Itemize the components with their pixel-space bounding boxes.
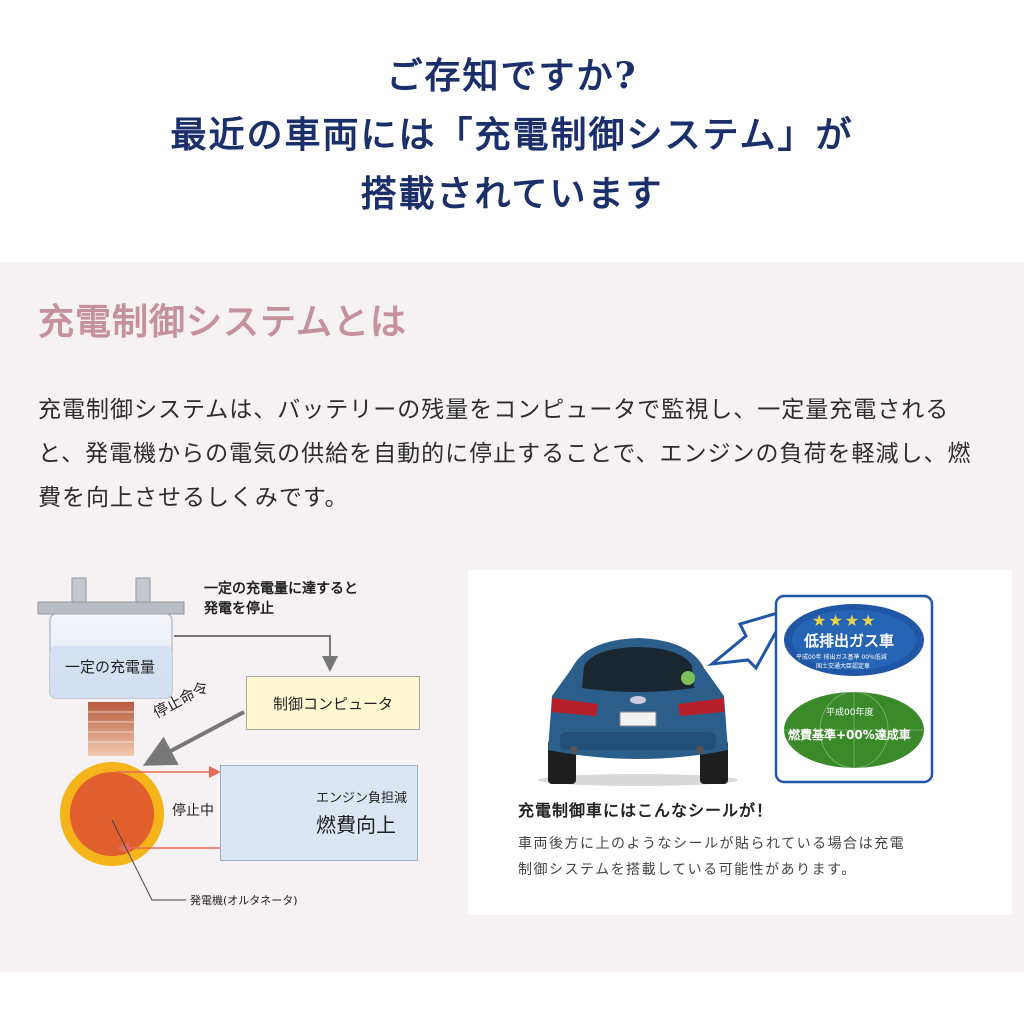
- diagram-note-line-1: 一定の充電量に達すると: [204, 581, 358, 597]
- stopping-label: 停止中: [172, 803, 214, 819]
- sticker-low-emission-sub1: 平成00年 排出ガス基準 00%低減: [796, 654, 887, 661]
- generator-icon: [60, 762, 164, 866]
- control-computer-box: 制御コンピュータ: [246, 676, 420, 730]
- engine-load-label: エンジン負担減: [316, 791, 408, 806]
- hero-section: [0, 0, 1024, 262]
- battery-label: 一定の充電量: [64, 658, 155, 676]
- sticker-low-emission-title: 低排出ガス車: [804, 632, 895, 650]
- fuel-standard-sticker: [784, 692, 924, 768]
- card-text-line-1: 車両後方に上のようなシールが貼られている場合は充電: [518, 836, 906, 852]
- card-text-line-2: 制御システムを搭載している可能性があります。: [518, 862, 857, 878]
- license-plate: [619, 711, 657, 727]
- generator-leader-line: [111, 819, 186, 901]
- sticker-stars: ★★★★: [812, 611, 878, 630]
- body-text-line-1: 充電制御システムは、バッテリーの残量をコンピュータで監視し、一定量充電される: [38, 397, 950, 423]
- card-title: 充電制御車にはこんなシールが！: [518, 801, 774, 820]
- hero-headline: 最近の車両には「充電制御システム」が: [170, 114, 854, 156]
- callout-arrow: [707, 607, 792, 671]
- diagram-note-line-2: 発電を停止: [204, 601, 274, 617]
- stop-command-arrow: [142, 710, 245, 766]
- generator-label: 発電機(オルタネータ): [190, 894, 298, 907]
- sticker-fuel-title: 燃費基準+00%達成車: [788, 728, 911, 742]
- fuel-improve-label: 燃費向上: [316, 813, 396, 837]
- hero-question: ご存知ですか?: [386, 55, 638, 97]
- heat-icon: [88, 702, 134, 756]
- sticker-low-emission-sub2: 国土交通大臣認定車: [816, 663, 871, 670]
- battery-icon: [37, 577, 185, 699]
- body-text-line-3: 費を向上させるしくみです。: [38, 485, 349, 511]
- body-text-line-2: と、発電機からの電気の供給を自動的に停止することで、エンジンの負荷を軽減し、燃: [38, 441, 972, 467]
- sticker-fuel-year: 平成00年度: [826, 708, 874, 718]
- engine-box: [220, 765, 418, 861]
- section-title: 充電制御システムとは: [38, 302, 407, 343]
- hero-subheadline: 搭載されています: [360, 173, 664, 215]
- arrow-to-computer: [174, 635, 338, 672]
